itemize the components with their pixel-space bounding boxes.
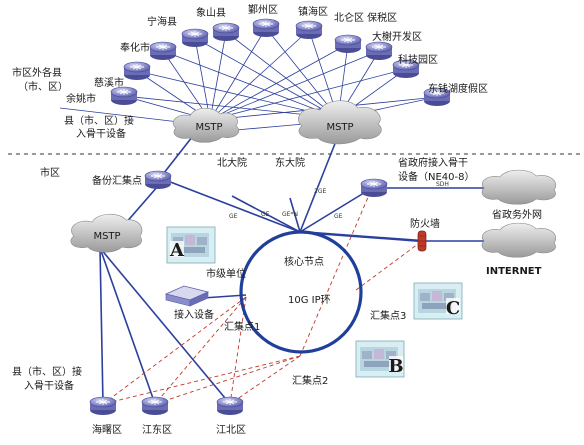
label-county-outside-sub: （市、区） [18, 80, 68, 93]
label-access-top-sub: 入骨干设备 [76, 127, 126, 140]
label-core-node: 核心节点 [284, 255, 324, 268]
label-east-yard: 东大院 [275, 156, 305, 169]
site-c-label: C [446, 298, 460, 319]
link-label-ge: GE [229, 213, 238, 220]
router-gov-access [360, 178, 388, 198]
label-yuyao: 余姚市 [66, 92, 96, 105]
access-device [164, 285, 210, 307]
link-label-sdh: SDH [436, 181, 449, 188]
label-access-bottom-sub: 入骨干设备 [24, 379, 74, 392]
label-zhenhai: 镇海区 [298, 5, 328, 18]
router-haishu [89, 396, 117, 416]
label-jiangbei: 江北区 [216, 424, 246, 436]
mstp-label: MSTP [195, 122, 222, 133]
site-b: B [355, 340, 405, 378]
router-yuyao [110, 86, 138, 106]
label-agg1: 汇集点1 [224, 320, 260, 333]
site-a-label: A [169, 240, 185, 261]
router-jiangbei [216, 396, 244, 416]
cloud-gov-net [481, 169, 556, 205]
label-beilun: 北仑区 保税区 [334, 11, 397, 24]
site-b-label: B [388, 356, 403, 377]
router-zhenhai [295, 20, 323, 40]
label-gov-net: 省政务外网 [492, 208, 542, 221]
label-fenghua: 奉化市 [120, 41, 150, 54]
label-ninghai: 宁海县 [147, 15, 177, 28]
backup-links [102, 187, 423, 405]
link-label-ge: GE [334, 213, 343, 220]
label-jiangdong: 江东区 [142, 423, 172, 436]
link-label-2ge: 2GE [314, 188, 326, 195]
router-cixi [123, 61, 151, 81]
mstp-cloud-right: MSTP [298, 100, 382, 145]
label-haishu: 海曙区 [92, 423, 122, 436]
label-cixi: 慈溪市 [94, 76, 124, 89]
label-agg2: 汇集点2 [292, 374, 328, 387]
label-keji: 科技园区 [398, 53, 438, 66]
label-county-outside: 市区外各县 [12, 66, 62, 79]
router-backup-agg [144, 170, 172, 190]
link-label-ge: GE [261, 211, 270, 218]
mstp-label: MSTP [93, 231, 120, 242]
label-daxie: 大榭开发区 [372, 30, 422, 43]
label-city-unit: 市级单位 [206, 267, 246, 280]
label-access-top: 县（市、区）接 [64, 114, 134, 127]
site-c: C [413, 282, 463, 320]
mstp-cloud-city: MSTP [70, 213, 143, 253]
label-yinzhou: 鄞州区 [248, 3, 278, 16]
label-gov-access-sub: 设备（NE40-8） [398, 170, 475, 183]
label-backup-agg: 备份汇集点 [92, 174, 142, 187]
label-agg3: 汇集点3 [370, 309, 406, 322]
mstp-label: MSTP [326, 122, 353, 133]
router-beilun [334, 34, 362, 54]
label-xiangshan: 象山县 [196, 7, 226, 19]
label-internet: INTERNET [486, 266, 542, 277]
label-north-yard: 北大院 [217, 156, 247, 169]
router-daxie [365, 41, 393, 61]
router-yinzhou [252, 18, 280, 38]
firewall [417, 230, 427, 252]
ip-ring [239, 230, 363, 354]
link-label-gen: GE*N [282, 211, 298, 218]
label-urban: 市区 [40, 166, 60, 179]
mstp-cloud-left: MSTP [172, 107, 240, 143]
cloud-internet [481, 222, 556, 258]
label-gov-access: 省政府接入骨干 [398, 156, 468, 169]
label-firewall: 防火墙 [410, 217, 440, 230]
router-fenghua [149, 41, 177, 61]
fan-links [59, 27, 438, 131]
label-access-device: 接入设备 [174, 308, 214, 321]
site-a: A [166, 226, 216, 264]
label-dongqian: 东钱湖度假区 [428, 82, 488, 95]
router-jiangdong [141, 396, 169, 416]
label-ip-ring: 10G IP环 [288, 295, 331, 306]
router-xiangshan [212, 22, 240, 42]
label-access-bottom: 县（市、区）接 [12, 365, 82, 378]
router-ninghai [181, 28, 209, 48]
